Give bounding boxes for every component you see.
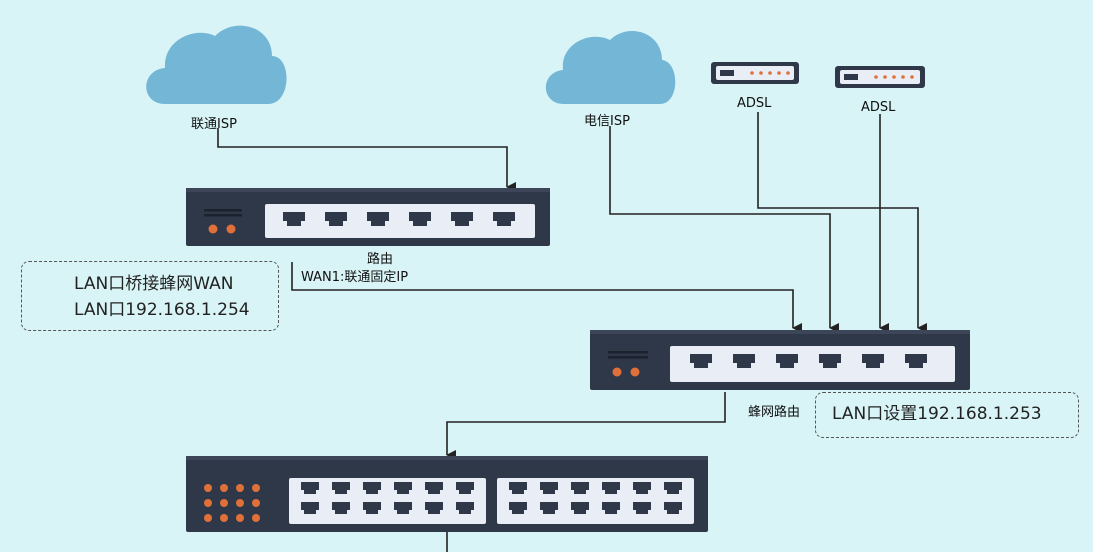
adsl-modem-label: ADSL: [861, 100, 896, 115]
switch-leds: [204, 484, 260, 522]
telecom-isp-label: 电信ISP: [584, 114, 630, 129]
router-ports: [283, 212, 515, 226]
adsl-modem-icon: [711, 62, 799, 84]
router-note-box: LAN口桥接蜂网WAN LAN口192.168.1.254: [21, 261, 279, 331]
connection-lines: [217, 112, 927, 552]
switch-device: [186, 456, 708, 532]
fengwang-note-box: LAN口设置192.168.1.253: [815, 392, 1079, 438]
adsl1-to-fengwang-line: [757, 112, 927, 333]
router-note-line2: LAN口192.168.1.254: [74, 300, 250, 320]
unicom-isp-label: 联通ISP: [191, 117, 237, 132]
unicom-isp-cloud-icon: [146, 25, 287, 104]
fengwang-router-label: 蜂网路由: [748, 405, 801, 420]
adsl-modem-icon: [835, 66, 925, 88]
router-label: 路由: [367, 252, 394, 267]
fengwang-ports: [690, 354, 927, 368]
fengwang-to-switch-line: [446, 392, 726, 460]
fengwang-router-device: [590, 330, 970, 390]
router-device: [186, 188, 550, 246]
fengwang-note-text: LAN口设置192.168.1.253: [832, 404, 1042, 424]
adsl-modem-label: ADSL: [737, 96, 772, 111]
router-note-line1: LAN口桥接蜂网WAN: [74, 274, 234, 294]
router-wan-label: WAN1:联通固定IP: [301, 270, 409, 285]
switch-ports: [301, 482, 682, 514]
unicom-to-router-line: [217, 128, 516, 192]
router-to-fengwang-line: [291, 262, 802, 333]
telecom-to-fengwang-line: [609, 126, 839, 333]
telecom-isp-cloud-icon: [545, 30, 676, 105]
